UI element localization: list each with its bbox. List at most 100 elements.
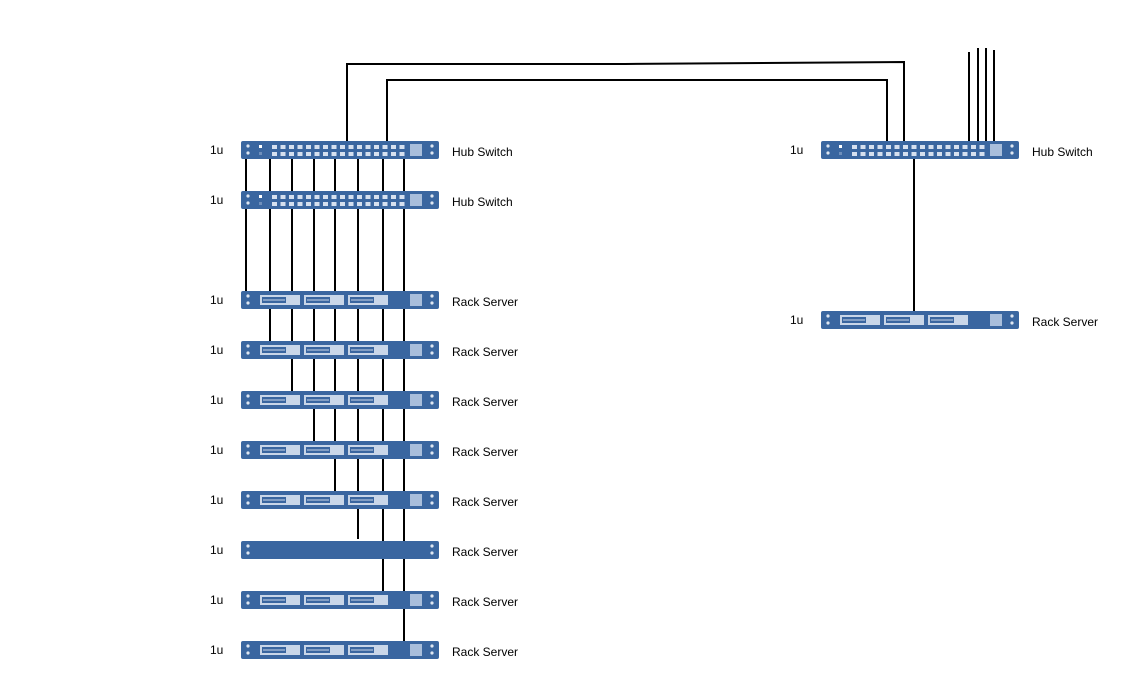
switch-port xyxy=(340,195,345,199)
switch-port xyxy=(323,195,328,199)
switch-port xyxy=(306,145,311,149)
rack-unit-label: 1u xyxy=(210,643,224,657)
switch-port xyxy=(272,195,277,199)
switch-port xyxy=(860,152,866,156)
switch-port xyxy=(357,202,362,206)
switch-port xyxy=(348,145,354,149)
switch-port xyxy=(399,145,405,149)
switch-port xyxy=(869,152,874,156)
network-cable xyxy=(346,60,905,141)
switch-port xyxy=(860,145,866,149)
switch-port xyxy=(971,152,976,156)
switch-port xyxy=(272,202,277,206)
switch-port xyxy=(348,202,354,206)
rack-server[interactable] xyxy=(241,491,439,509)
network-cable xyxy=(386,79,888,141)
switch-port xyxy=(331,195,337,199)
switch-port xyxy=(348,152,354,156)
switch-port xyxy=(297,202,303,206)
switch-port xyxy=(314,202,320,206)
device-label: Rack Server xyxy=(452,395,519,409)
rack-unit-label: 1u xyxy=(210,293,224,307)
rack-unit-label: 1u xyxy=(210,393,224,407)
rack-unit-label: 1u xyxy=(210,543,224,557)
rack-unit-label: 1u xyxy=(210,143,224,157)
switch-port xyxy=(869,145,874,149)
rack-server[interactable] xyxy=(241,641,439,659)
switch-port xyxy=(928,152,934,156)
switch-port xyxy=(391,145,396,149)
switch-port xyxy=(357,152,362,156)
switch-port xyxy=(382,202,388,206)
switch-port xyxy=(382,145,388,149)
device-label: Rack Server xyxy=(452,445,519,459)
hub-switch[interactable] xyxy=(821,141,1019,159)
switch-port xyxy=(382,152,388,156)
switch-port xyxy=(365,152,371,156)
switch-port xyxy=(280,152,286,156)
device-label: Rack Server xyxy=(452,645,519,659)
switch-port xyxy=(852,145,857,149)
rack-unit-label: 1u xyxy=(790,143,804,157)
switch-port xyxy=(937,145,942,149)
device-label: Rack Server xyxy=(452,495,519,509)
switch-port xyxy=(374,152,379,156)
switch-port xyxy=(314,145,320,149)
switch-port xyxy=(340,202,345,206)
switch-port xyxy=(323,145,328,149)
switch-port xyxy=(272,152,277,156)
rack-server[interactable] xyxy=(241,441,439,459)
switch-port xyxy=(391,152,396,156)
switch-port xyxy=(903,145,908,149)
hub-switch[interactable] xyxy=(241,141,439,159)
switch-port xyxy=(314,152,320,156)
switch-port xyxy=(331,145,337,149)
device-label: Rack Server xyxy=(1032,315,1099,329)
switch-port xyxy=(306,152,311,156)
switch-port xyxy=(894,152,900,156)
switch-port xyxy=(886,145,891,149)
rack-server[interactable] xyxy=(241,291,439,309)
rack-server[interactable] xyxy=(241,541,439,559)
switch-port xyxy=(945,145,951,149)
device-label: Rack Server xyxy=(452,595,519,609)
device-label: Hub Switch xyxy=(452,145,513,159)
switch-port xyxy=(391,195,396,199)
switch-port xyxy=(886,152,891,156)
switch-port xyxy=(971,145,976,149)
rack-unit-label: 1u xyxy=(210,193,224,207)
rack-server[interactable] xyxy=(241,391,439,409)
device-label: Rack Server xyxy=(452,545,519,559)
switch-port xyxy=(306,202,311,206)
switch-port xyxy=(962,152,968,156)
hub-switch[interactable] xyxy=(241,191,439,209)
switch-port xyxy=(877,152,883,156)
switch-port xyxy=(374,195,379,199)
switch-port xyxy=(297,145,303,149)
rack-server[interactable] xyxy=(241,591,439,609)
switch-port xyxy=(920,152,925,156)
switch-port xyxy=(289,202,294,206)
switch-port xyxy=(894,145,900,149)
switch-port xyxy=(348,195,354,199)
switch-port xyxy=(954,152,959,156)
switch-port xyxy=(289,195,294,199)
devices xyxy=(241,141,1019,659)
switch-port xyxy=(962,145,968,149)
rack-server[interactable] xyxy=(821,311,1019,329)
switch-port xyxy=(357,195,362,199)
device-label: Rack Server xyxy=(452,295,519,309)
rack-unit-label: 1u xyxy=(210,343,224,357)
switch-port xyxy=(852,152,857,156)
rack-server[interactable] xyxy=(241,341,439,359)
rack-unit-label: 1u xyxy=(210,493,224,507)
switch-port xyxy=(979,152,985,156)
switch-port xyxy=(979,145,985,149)
rack-unit-label: 1u xyxy=(210,443,224,457)
switch-port xyxy=(954,145,959,149)
switch-port xyxy=(399,195,405,199)
switch-port xyxy=(374,202,379,206)
switch-port xyxy=(331,202,337,206)
switch-port xyxy=(877,145,883,149)
